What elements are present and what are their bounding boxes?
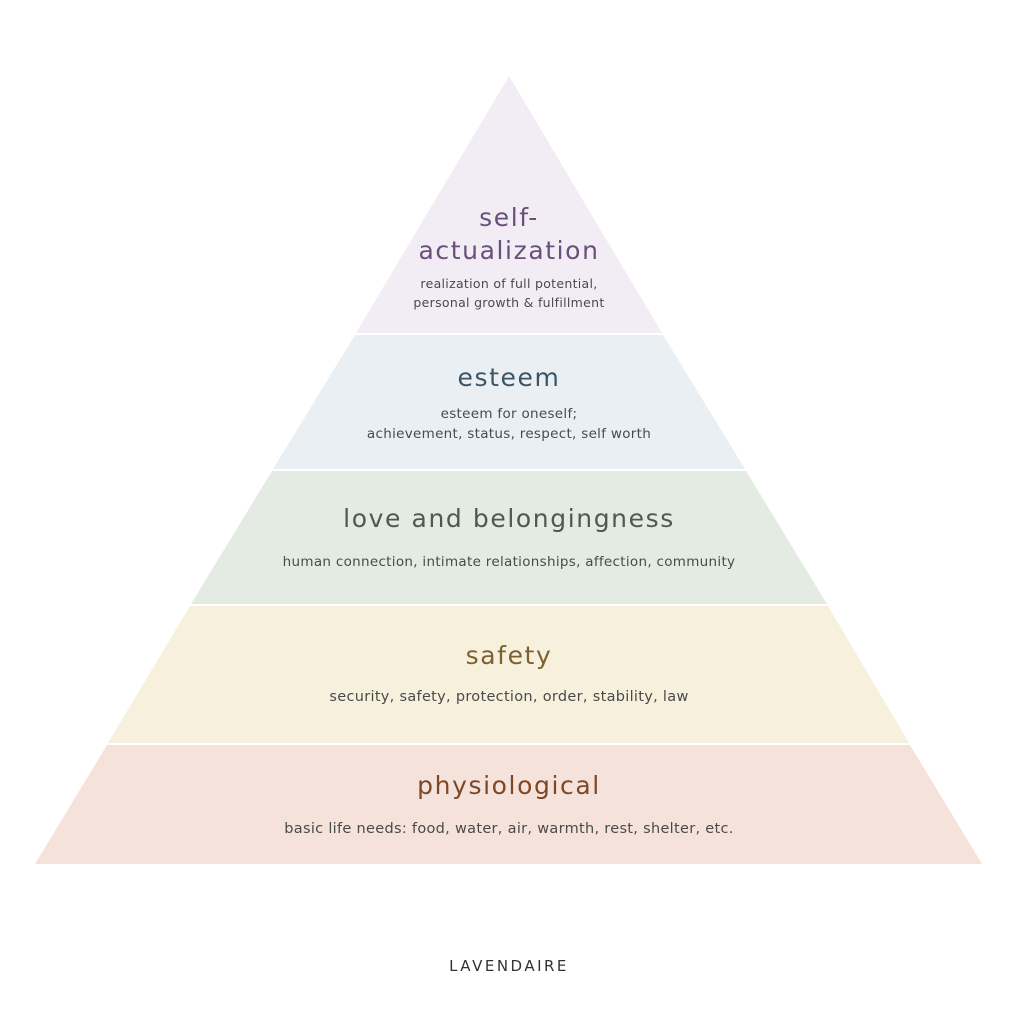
tier-love-and-belongingness-desc: human connection, intimate relationships…: [283, 554, 736, 570]
tier-love-and-belongingness: love and belongingness human connection,…: [191, 471, 827, 604]
tier-safety: safety security, safety, protection, ord…: [108, 606, 909, 743]
tier-self-actualization-band: [356, 76, 662, 333]
tier-self-actualization-title-line-1: self-: [479, 203, 539, 232]
tier-self-actualization: self- actualization realization of full …: [356, 76, 662, 333]
tier-physiological-title: physiological: [417, 771, 601, 800]
tier-self-actualization-title-line-2: actualization: [418, 236, 599, 265]
tier-esteem-desc-line-1: esteem for oneself;: [441, 406, 578, 422]
tier-physiological-band: [35, 745, 982, 864]
tier-physiological-desc: basic life needs: food, water, air, warm…: [284, 821, 733, 837]
tier-self-actualization-desc-line-2: personal growth & fulfillment: [413, 295, 604, 310]
tier-self-actualization-desc-line-1: realization of full potential,: [420, 276, 597, 291]
tier-safety-desc: security, safety, protection, order, sta…: [329, 689, 688, 705]
lavendaire-logo: LAVENDAIRE: [449, 957, 569, 975]
tier-safety-title: safety: [466, 641, 553, 670]
tier-love-and-belongingness-band: [191, 471, 827, 604]
tier-physiological: physiological basic life needs: food, wa…: [35, 745, 982, 864]
tier-esteem-title: esteem: [458, 363, 561, 392]
tier-esteem: esteem esteem for oneself; achievement, …: [273, 335, 745, 469]
tier-safety-band: [108, 606, 909, 743]
tier-esteem-desc-line-2: achievement, status, respect, self worth: [367, 426, 651, 442]
tier-esteem-band: [273, 335, 745, 469]
tier-love-and-belongingness-title: love and belongingness: [343, 504, 675, 533]
